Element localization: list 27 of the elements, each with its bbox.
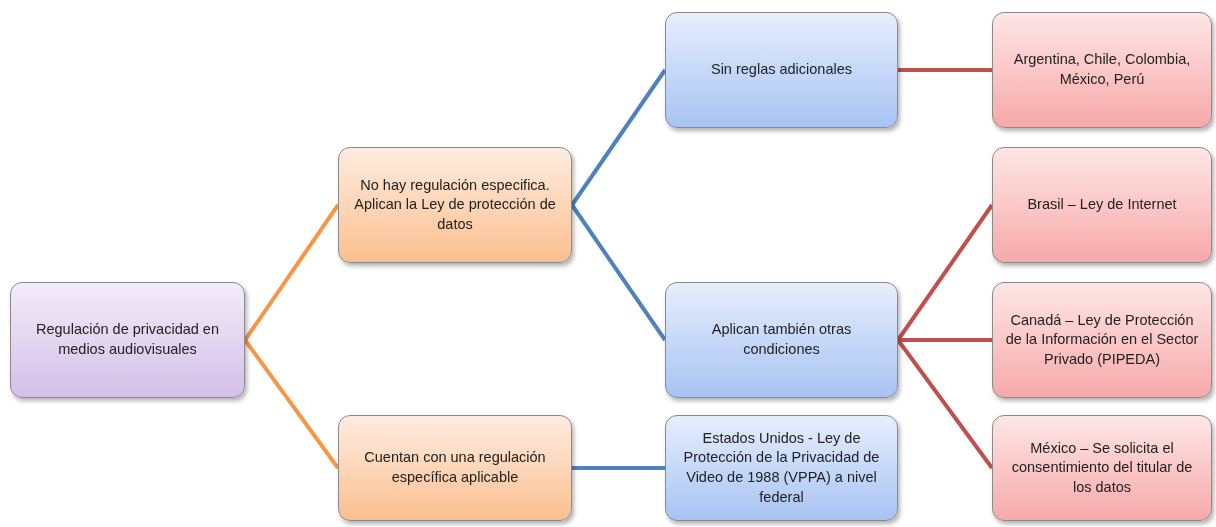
connector-line <box>243 338 340 470</box>
connector-line <box>898 68 992 72</box>
box-text: Aplican también otras condiciones <box>710 320 853 359</box>
box-text: México – Se solicita el consentimiento del titular de los datos <box>1010 438 1194 497</box>
rounded-box <box>665 12 898 128</box>
rounded-box <box>992 12 1212 128</box>
rounded-box <box>992 415 1212 521</box>
rounded-box <box>338 415 572 521</box>
connector-line <box>570 203 667 342</box>
box-text: No hay regulación especifica. Aplican la Ley de protección de datos <box>353 175 557 234</box>
connector-line <box>570 68 667 207</box>
rounded-box <box>992 282 1212 398</box>
box-text: Canadá – Ley de Protección de la Información en el Sector Privado (PIPEDA) <box>1004 310 1200 369</box>
box-text: Cuentan con una regulación específica aplicable <box>363 448 547 487</box>
rounded-box <box>992 147 1212 263</box>
rounded-box <box>10 282 245 398</box>
rounded-box <box>338 147 572 263</box>
connector-line <box>898 338 992 342</box>
rounded-box <box>665 282 898 398</box>
connector-line <box>243 203 340 342</box>
rounded-box <box>665 415 898 521</box>
box-text: Sin reglas adicionales <box>710 60 853 80</box>
box-text: Brasil – Ley de Internet <box>1027 195 1177 215</box>
box-text: Estados Unidos - Ley de Protección de la Privacidad de Video de 1988 (VPPA) a nivel federal <box>682 428 881 507</box>
box-text: Argentina, Chile, Colombia, México, Perú <box>1012 50 1192 89</box>
connector-line <box>572 466 665 470</box>
box-text: Regulación de privacidad en medios audiovisuales <box>35 320 220 359</box>
